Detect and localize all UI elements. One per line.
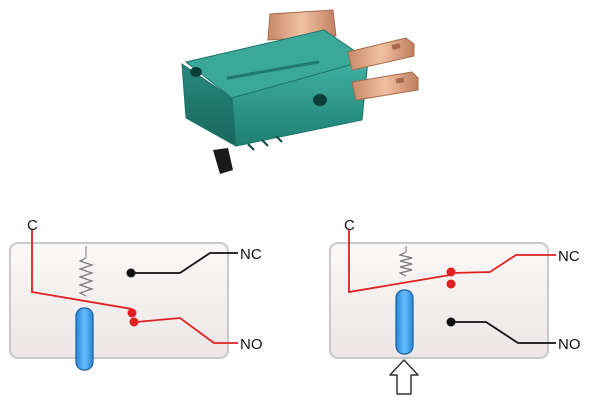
no-contact (129, 317, 139, 327)
spring-icon (398, 251, 413, 277)
common-wire (348, 229, 451, 294)
common-label: C (344, 217, 355, 234)
no-wire (452, 321, 556, 344)
nc-contact (126, 268, 136, 278)
nc-label: NC (240, 246, 262, 263)
nc-label: NC (558, 248, 580, 265)
common-label: C (27, 217, 38, 234)
common-wire (31, 229, 133, 310)
no-wire (135, 317, 238, 344)
arm-contact (127, 308, 137, 318)
switch-housing (9, 242, 229, 359)
schematic-pressed: C NC NO (329, 217, 581, 395)
nc-contact (446, 267, 456, 277)
no-contact (446, 317, 456, 327)
schematic-released: C NC NO (9, 217, 263, 371)
actuator-plunger (395, 289, 414, 355)
actuator-plunger (75, 307, 94, 371)
microswitch-photo (181, 9, 419, 174)
switch-housing (329, 242, 549, 359)
arm-contact (446, 279, 456, 289)
no-label: NO (240, 336, 263, 353)
spring-icon (78, 257, 94, 297)
nc-wire (451, 254, 556, 274)
press-arrow-icon (389, 359, 419, 395)
nc-wire (132, 252, 238, 274)
no-label: NO (558, 336, 581, 353)
